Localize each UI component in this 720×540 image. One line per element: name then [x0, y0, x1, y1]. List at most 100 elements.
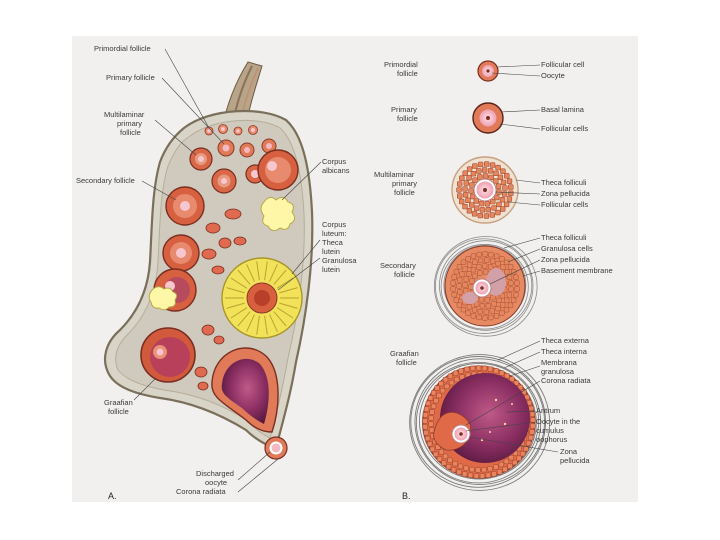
cell-mark: [466, 311, 471, 316]
cell-mark: [503, 186, 508, 191]
cell-mark: [494, 314, 499, 319]
cell-mark: [463, 192, 468, 197]
cell-mark: [466, 198, 471, 203]
label-corpus-albicans-1: Corpus: [322, 157, 346, 166]
part-antrum: Antrum: [536, 406, 560, 415]
cell-mark: [457, 290, 462, 295]
cell-mark: [482, 168, 487, 173]
corpus-luteum-a: [222, 258, 302, 338]
cell-mark: [461, 307, 466, 312]
cell-mark: [476, 366, 481, 371]
cell-mark: [529, 406, 534, 411]
cell-mark: [530, 430, 535, 435]
cell-mark: [478, 258, 483, 263]
cell-mark: [508, 281, 513, 286]
cell-mark: [515, 287, 520, 292]
cell-mark: [483, 252, 488, 257]
cell-mark: [477, 252, 482, 257]
cell-mark: [464, 367, 469, 372]
cell-mark: [448, 374, 453, 379]
part-follicular-cell: Follicular cell: [541, 60, 585, 69]
cell-mark: [489, 175, 494, 180]
label-secondary-follicle: Secondary follicle: [76, 176, 135, 185]
cell-mark: [437, 457, 442, 462]
cell-mark: [430, 447, 435, 452]
cell-mark: [471, 254, 476, 259]
cell-mark: [428, 396, 433, 401]
stage-primordial-b: [478, 61, 498, 81]
cell-mark: [478, 213, 483, 218]
label-granulosa-2: lutein: [322, 265, 340, 274]
cell-mark: [500, 256, 505, 261]
cell-mark: [461, 260, 466, 265]
cell-mark: [508, 287, 513, 292]
cell-mark: [497, 202, 502, 207]
part-membrana: Membrana: [541, 358, 578, 367]
discharged-oocyte-a: [265, 437, 287, 459]
cell-mark: [504, 173, 509, 178]
cell-mark: [464, 277, 469, 282]
cell-mark: [530, 412, 535, 417]
cell-mark: [501, 180, 506, 185]
label-corpus-albicans-2: albicans: [322, 166, 350, 175]
label-corona-radiata-a: Corona radiata: [176, 487, 226, 496]
cell-mark: [484, 162, 489, 167]
cell-mark: [496, 210, 501, 215]
cell-mark: [476, 169, 481, 174]
cell-mark: [520, 451, 525, 456]
cell-mark: [508, 185, 513, 190]
cell-mark: [488, 264, 493, 269]
cell-mark: [467, 208, 472, 213]
cell-mark: [466, 256, 471, 261]
cell-mark: [449, 380, 454, 385]
cell-mark: [497, 470, 502, 475]
label-multilaminar-1: Multilaminar: [104, 110, 145, 119]
cell-mark: [478, 162, 483, 167]
cell-mark: [494, 171, 499, 176]
label-graafian-1: Graafian: [104, 398, 133, 407]
cell-mark: [463, 187, 468, 192]
stage-primary-b: [473, 103, 503, 133]
cell-mark: [500, 303, 505, 308]
cell-mark: [444, 384, 449, 389]
part-theca-folliculi-1: Theca folliculi: [541, 178, 587, 187]
part-oocyte-cumulus-1: Oocyte in the: [536, 417, 580, 426]
cell-mark: [454, 298, 459, 303]
cell-mark: [479, 201, 484, 206]
cell-mark: [478, 309, 483, 314]
cell-mark: [441, 461, 446, 466]
cell-mark: [496, 165, 501, 170]
graafian-follicle-a: [141, 328, 195, 382]
cell-mark: [497, 298, 502, 303]
cell-mark: [435, 386, 440, 391]
cell-mark: [473, 178, 478, 183]
stage-graafian-b: [410, 355, 550, 491]
cell-mark: [451, 281, 456, 286]
cell-mark: [467, 271, 472, 276]
cell-mark: [459, 272, 464, 277]
cell-mark: [494, 254, 499, 259]
label-discharged-2: oocyte: [205, 478, 227, 487]
cell-mark: [500, 197, 505, 202]
cell-mark: [508, 464, 513, 469]
part-follicular-cells-1: Follicular cells: [541, 124, 588, 133]
stage-label-graafian-2: follicle: [396, 358, 417, 367]
cell-mark: [488, 466, 493, 471]
cell-mark: [472, 211, 477, 216]
cell-mark: [457, 470, 462, 475]
part-follicular-cells-2: Follicular cells: [541, 200, 588, 209]
cell-mark: [511, 298, 516, 303]
cell-mark: [473, 274, 478, 279]
cell-mark: [501, 265, 506, 270]
cell-mark: [464, 181, 469, 186]
cell-mark: [490, 199, 495, 204]
cell-mark: [486, 303, 491, 308]
cell-mark: [470, 194, 475, 199]
stage-label-secondary-2: follicle: [394, 270, 415, 279]
cell-mark: [470, 183, 475, 188]
cell-mark: [528, 435, 533, 440]
label-primary-follicle: Primary follicle: [106, 73, 155, 82]
part-theca-folliculi-2: Theca folliculi: [541, 233, 587, 242]
label-primordial-follicle: Primordial follicle: [94, 44, 151, 53]
cell-mark: [470, 279, 475, 284]
